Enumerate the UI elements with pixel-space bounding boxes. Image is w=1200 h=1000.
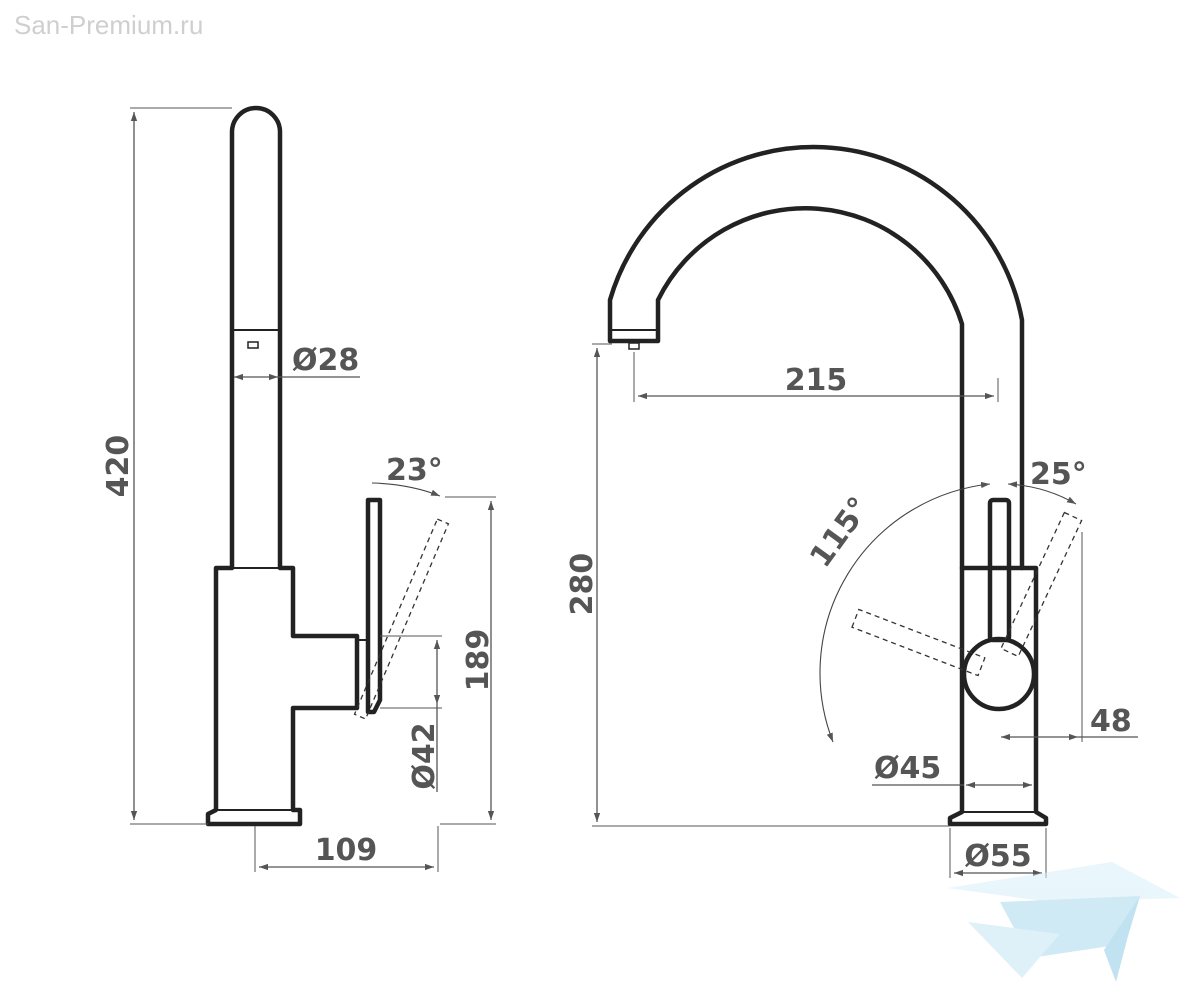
label-lever-swing: 115°	[803, 491, 877, 574]
label-reach: 109	[315, 833, 378, 868]
front-aerator-outlet	[628, 342, 640, 350]
dim-arc-lever-swing	[819, 481, 991, 743]
front-spout-outline	[607, 144, 1025, 571]
front-body-outline	[947, 565, 1049, 827]
label-body-diameter: Ø42	[407, 722, 442, 789]
label-lever-angle: 23°	[386, 453, 443, 488]
dim-arc-lever-angle	[371, 482, 441, 497]
front-lever-knob	[961, 636, 1037, 712]
dim-arc-lever-tilt	[1007, 481, 1077, 505]
side-lever-tilted	[353, 518, 450, 720]
label-spout-height: 280	[565, 553, 600, 616]
front-view: 215 280 115° 25° 48 Ø45 Ø55	[565, 144, 1138, 878]
watermark-text: San-Premium.ru	[14, 10, 203, 40]
swan-logo-icon	[948, 862, 1180, 982]
label-lever-offset: 48	[1090, 704, 1132, 739]
aerator-outlet	[247, 341, 259, 349]
label-spout-diameter: Ø28	[292, 343, 359, 378]
label-height-420: 420	[101, 435, 136, 498]
label-lever-diameter: Ø45	[874, 751, 941, 786]
side-lever	[365, 497, 383, 715]
front-lever-tilted-25	[1000, 511, 1083, 658]
label-lever-tilt: 25°	[1030, 457, 1087, 492]
side-view-outline	[205, 105, 360, 827]
label-spout-reach: 215	[785, 363, 848, 398]
label-lever-height: 189	[461, 629, 496, 692]
label-base-diameter: Ø55	[964, 839, 1031, 874]
side-view: 420 Ø28 23° 189 Ø42 109	[101, 105, 496, 872]
